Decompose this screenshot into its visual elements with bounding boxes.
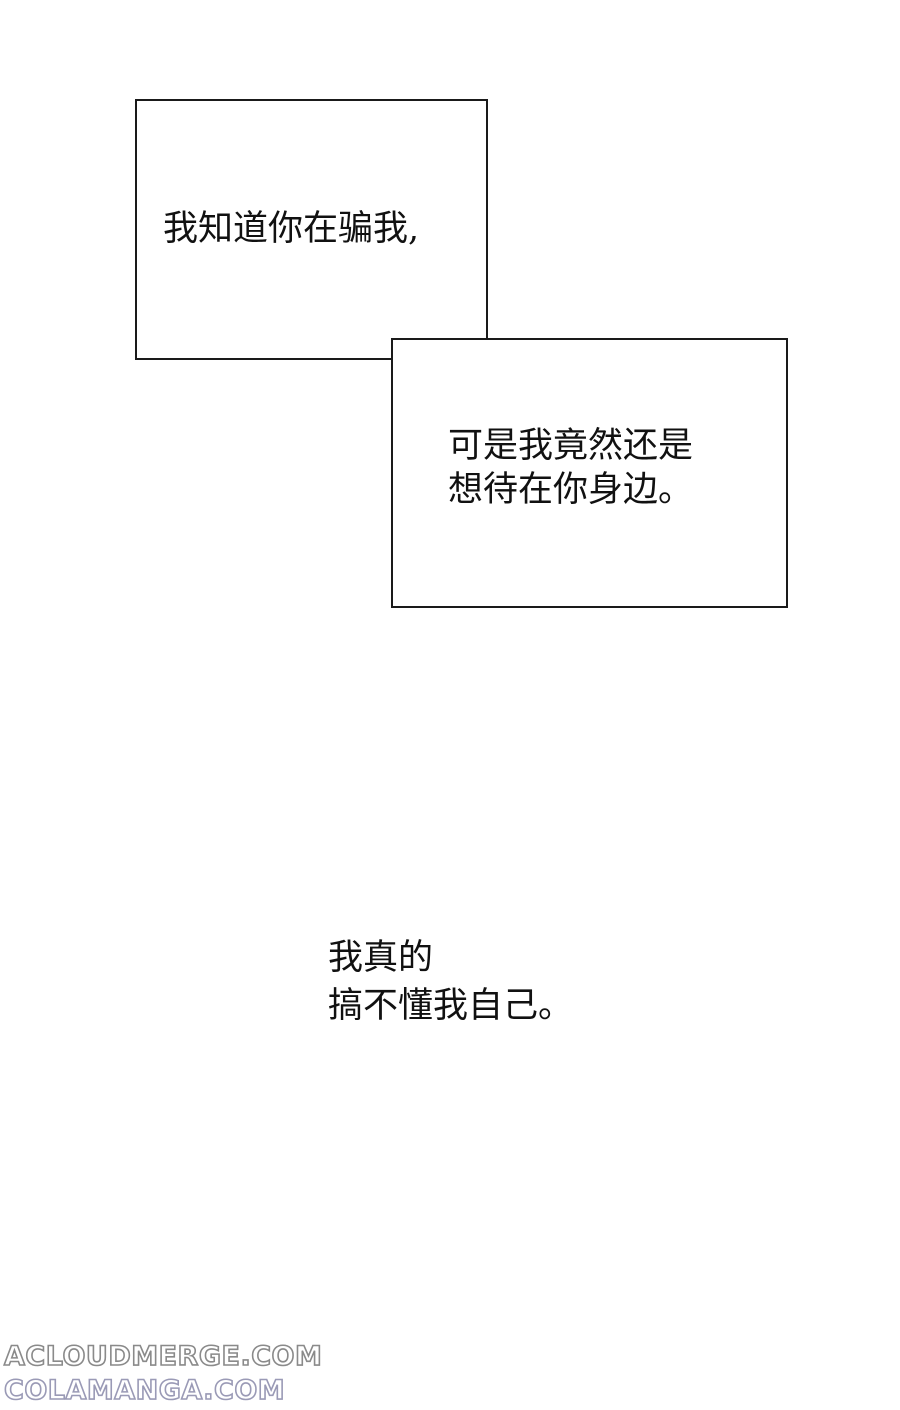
caption-1-line-1: 我知道你在骗我,	[163, 209, 420, 249]
caption-box-2: 可是我竟然还是 想待在你身边。	[391, 338, 788, 608]
caption-2-line-1: 可是我竟然还是	[448, 426, 694, 466]
caption-box-1: 我知道你在骗我,	[135, 99, 488, 360]
watermark-line-2: COLAMANGA.COM	[3, 1374, 286, 1407]
caption-text-1: 我知道你在骗我,	[163, 207, 419, 251]
narration-line-1: 我真的	[328, 938, 434, 978]
caption-2-line-2: 想待在你身边。	[448, 470, 694, 510]
watermark: ACLOUDMERGE.COM COLAMANGA.COM	[3, 1340, 323, 1408]
narration-line-2: 搞不懂我自己。	[328, 986, 574, 1026]
narration-text: 我真的 搞不懂我自己。	[328, 934, 573, 1030]
caption-text-2: 可是我竟然还是 想待在你身边。	[448, 424, 693, 512]
watermark-line-1: ACLOUDMERGE.COM	[3, 1340, 323, 1373]
